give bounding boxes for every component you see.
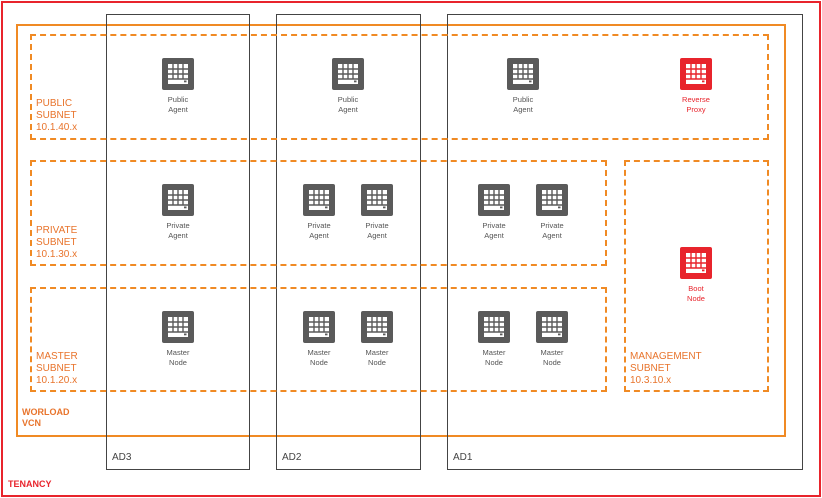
vcn-label-line1: WORLOAD [22, 407, 70, 417]
private-subnet-line1: PRIVATE [36, 225, 78, 236]
master-subnet-line1: MASTER [36, 351, 78, 362]
public-subnet [30, 34, 769, 140]
server-icon [680, 247, 712, 279]
server-icon [536, 311, 568, 343]
vcn-boundary [16, 24, 786, 437]
public-subnet-line1: PUBLIC [36, 98, 73, 109]
management-subnet-line2: SUBNET [630, 363, 671, 374]
server-grid-glyph [367, 317, 387, 337]
server-icon [162, 311, 194, 343]
server-icon [478, 184, 510, 216]
server-grid-glyph [686, 64, 706, 84]
server-grid-glyph [484, 317, 504, 337]
server-icon [478, 311, 510, 343]
server-grid-glyph [686, 253, 706, 273]
server-icon [303, 311, 335, 343]
vcn-label-line2: VCN [22, 418, 42, 428]
ad1-boundary [447, 14, 803, 470]
server-grid-glyph [168, 190, 188, 210]
server-grid-glyph [168, 317, 188, 337]
server-grid-glyph [513, 64, 533, 84]
server-grid-glyph [338, 64, 358, 84]
management-subnet-line1: MANAGEMENT [630, 351, 702, 362]
private-subnet-cidr: 10.1.30.x [36, 249, 78, 260]
master-subnet [30, 287, 607, 392]
server-icon [536, 184, 568, 216]
ad2-boundary [276, 14, 421, 470]
master-subnet-cidr: 10.1.20.x [36, 375, 78, 386]
server-icon [303, 184, 335, 216]
server-icon [332, 58, 364, 90]
server-icon [507, 58, 539, 90]
master-subnet-line2: SUBNET [36, 363, 77, 374]
server-grid-glyph [367, 190, 387, 210]
public-subnet-cidr: 10.1.40.x [36, 122, 78, 133]
management-subnet [624, 160, 769, 392]
server-grid-glyph [309, 317, 329, 337]
ad3-label: AD3 [112, 452, 132, 463]
private-subnet-line2: SUBNET [36, 237, 77, 248]
management-subnet-label: MANAGEMENT SUBNET 10.3.10.x [630, 351, 702, 387]
private-subnet-label: PRIVATE SUBNET 10.1.30.x [36, 225, 77, 261]
server-icon [361, 311, 393, 343]
server-grid-glyph [309, 190, 329, 210]
server-icon [361, 184, 393, 216]
vcn-label: WORLOAD VCN [22, 407, 70, 429]
server-icon [162, 58, 194, 90]
server-grid-glyph [542, 317, 562, 337]
public-subnet-label: PUBLIC SUBNET 10.1.40.x [36, 98, 77, 134]
management-subnet-cidr: 10.3.10.x [630, 375, 672, 386]
ad2-label: AD2 [282, 452, 302, 463]
tenancy-label: TENANCY [8, 479, 52, 489]
server-grid-glyph [168, 64, 188, 84]
private-subnet [30, 160, 607, 266]
server-icon [162, 184, 194, 216]
master-subnet-label: MASTER SUBNET 10.1.20.x [36, 351, 78, 387]
ad3-boundary [106, 14, 250, 470]
ad1-label: AD1 [453, 452, 473, 463]
public-subnet-line2: SUBNET [36, 110, 77, 121]
server-grid-glyph [542, 190, 562, 210]
server-icon [680, 58, 712, 90]
server-grid-glyph [484, 190, 504, 210]
